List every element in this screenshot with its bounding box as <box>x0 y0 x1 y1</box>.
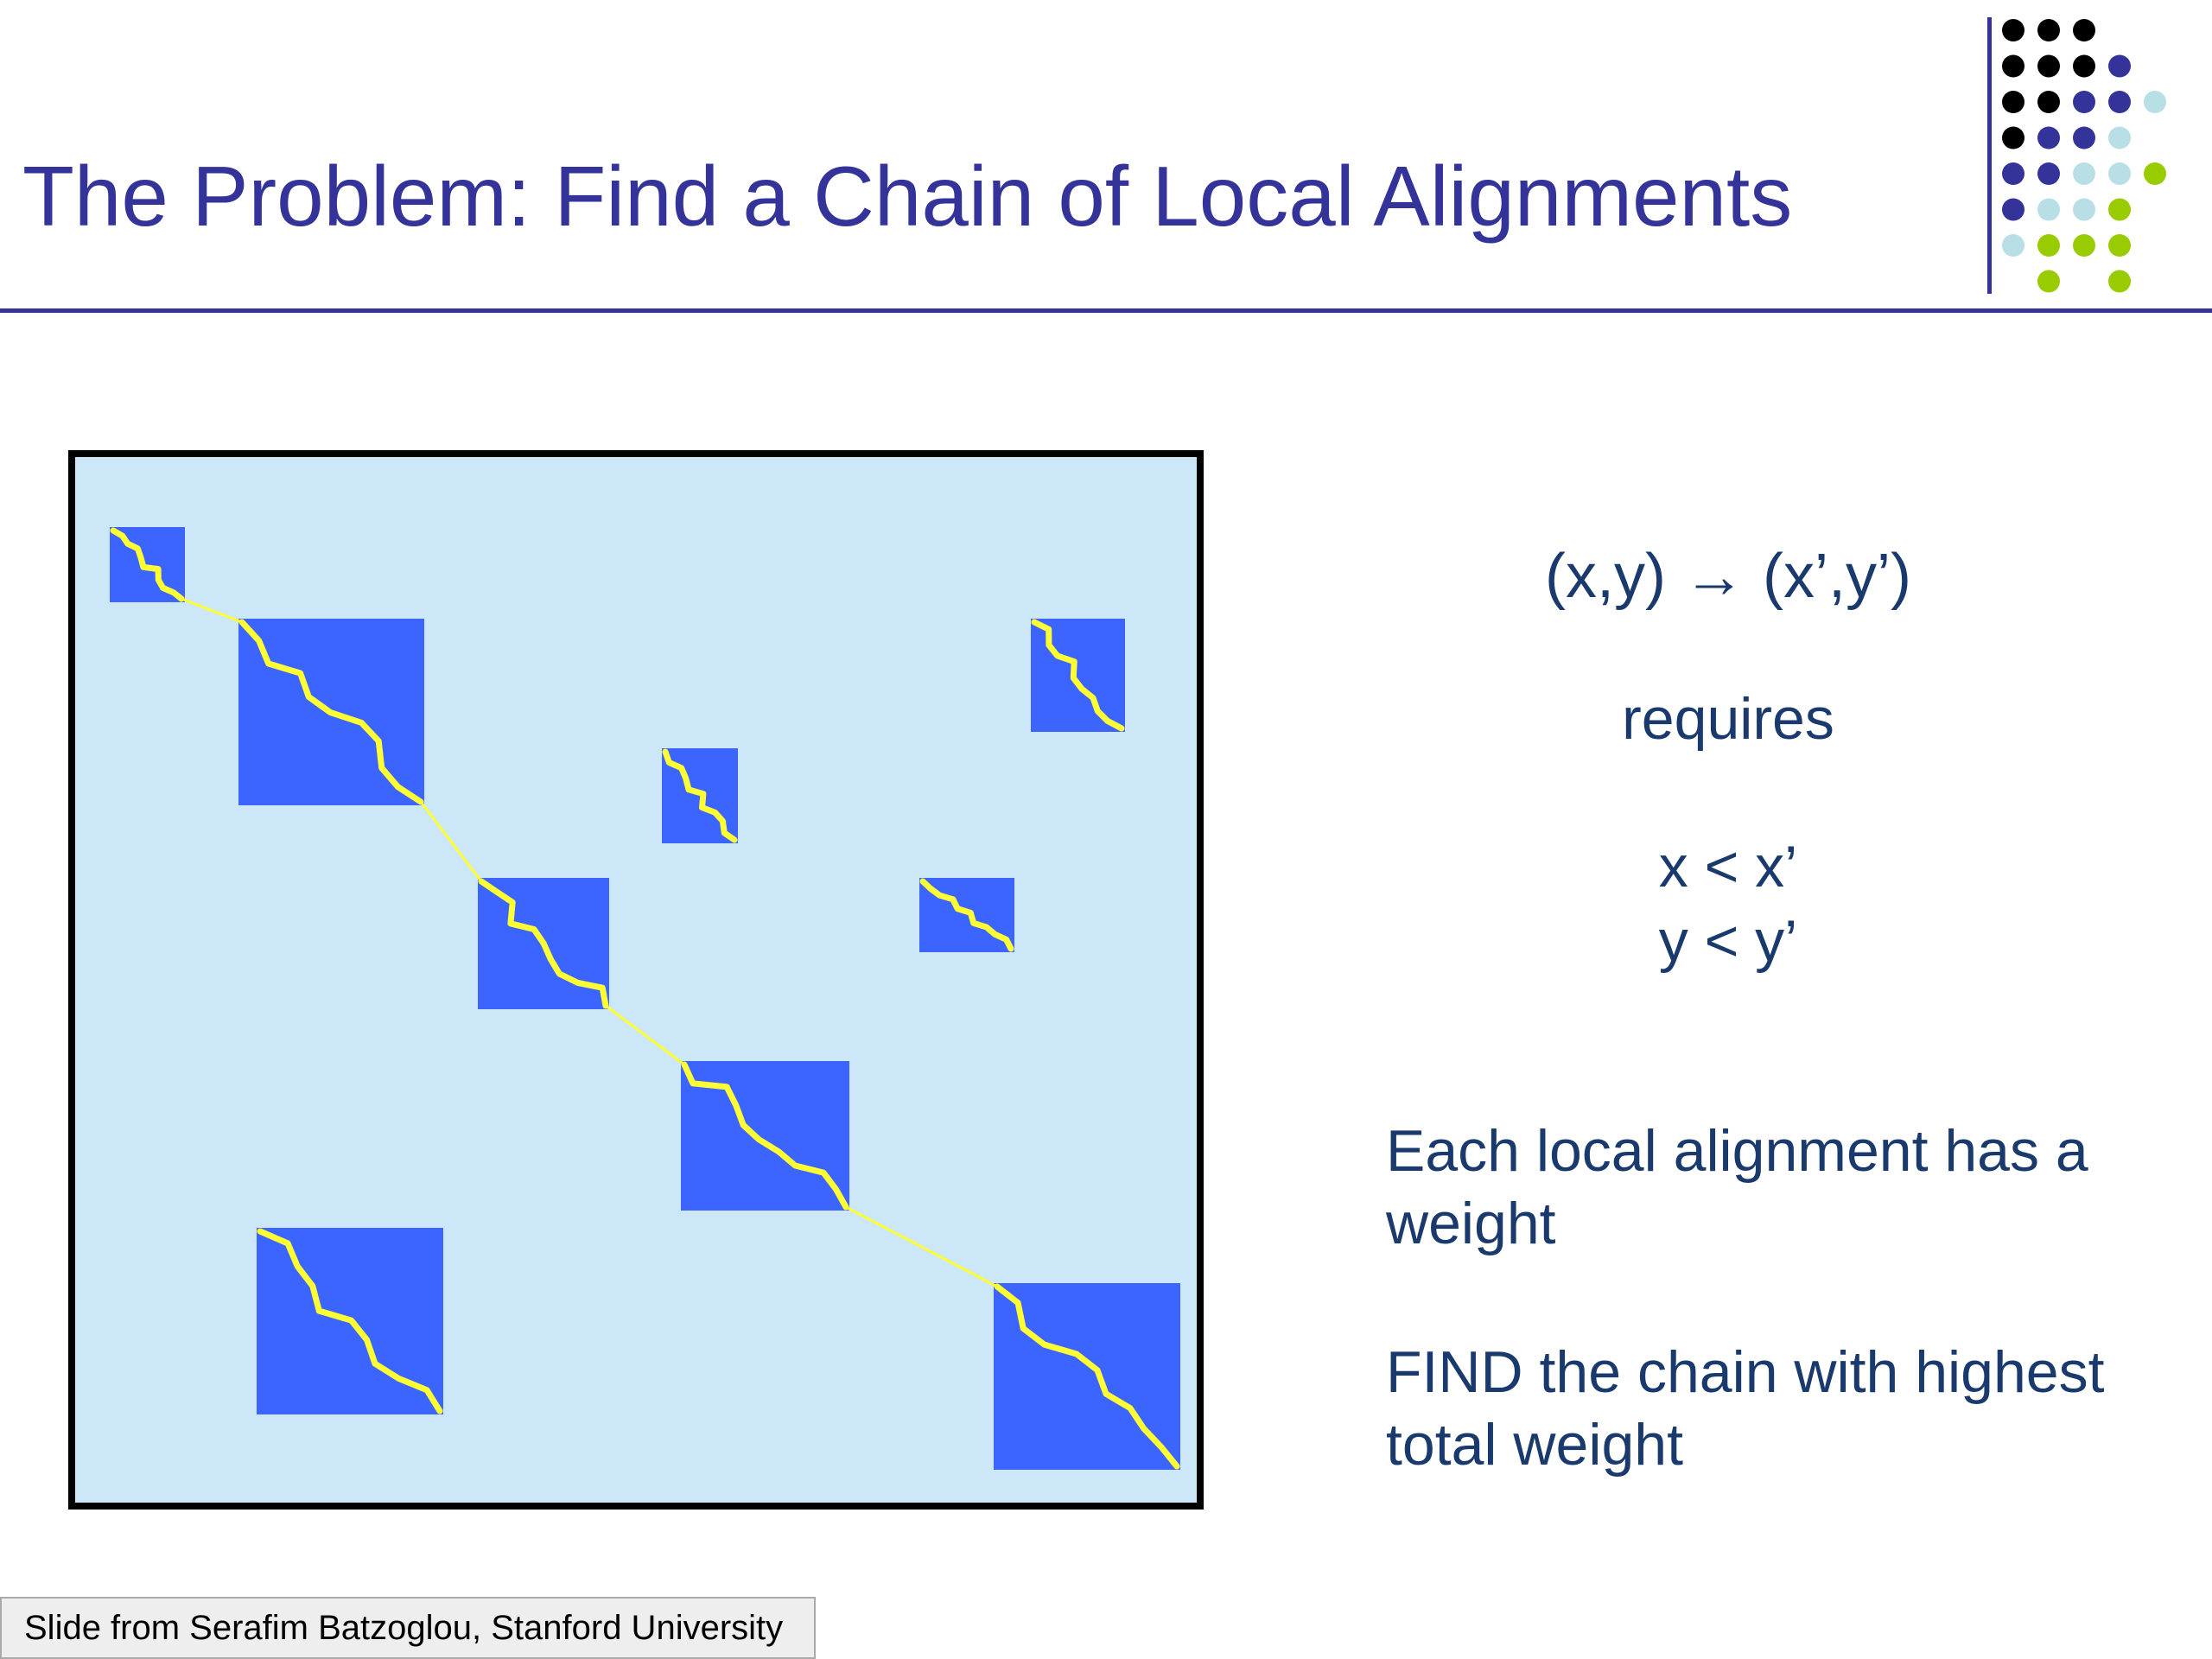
alignment-path <box>110 527 185 602</box>
decor-dot <box>2037 126 2060 149</box>
chain-connector <box>845 1205 998 1288</box>
alignment-paths <box>110 527 1180 1470</box>
decor-dot <box>2002 162 2024 185</box>
condition-y: y < y’ <box>1658 908 1798 974</box>
dot-grid-dots <box>2002 19 2166 293</box>
decor-dot <box>2037 54 2060 78</box>
decor-dot <box>2037 162 2060 185</box>
title-divider <box>0 308 2212 313</box>
condition-x: x < x’ <box>1658 834 1798 899</box>
decor-dot <box>2073 198 2095 221</box>
decor-dot <box>2002 234 2024 257</box>
requires-label: requires <box>1622 686 1834 752</box>
decor-dot <box>2108 270 2131 293</box>
alignment-path <box>257 1228 443 1414</box>
decor-dot <box>2002 91 2024 113</box>
alignment-path <box>478 878 609 1009</box>
decor-dot <box>2108 54 2131 78</box>
decor-dot <box>2037 198 2060 221</box>
decor-dot <box>2073 234 2095 257</box>
alignment-path <box>681 1061 849 1211</box>
chain-connector <box>605 1004 685 1066</box>
decor-dot <box>2002 19 2024 41</box>
decor-dot <box>2002 54 2024 78</box>
alignment-block <box>1031 619 1125 732</box>
dot-grid-vertical-bar <box>1987 17 1992 294</box>
chain-connector <box>419 801 483 882</box>
chain-connector <box>181 597 243 624</box>
decor-dot <box>2108 162 2131 185</box>
decor-dot <box>2002 198 2024 221</box>
alignment-path <box>919 878 1014 952</box>
find-statement: FIND the chain with highest total weight <box>1386 1339 2105 1478</box>
decor-dot <box>2144 91 2166 113</box>
alignment-path <box>994 1283 1180 1470</box>
decor-dot <box>2108 198 2131 221</box>
dot-grid-icon <box>1987 17 2166 294</box>
alignment-path <box>1031 619 1125 732</box>
decor-dot <box>2108 91 2131 113</box>
decor-dot <box>2108 126 2131 149</box>
decor-dot <box>2144 162 2166 185</box>
alignment-path <box>662 748 738 843</box>
slide-credit: Slide from Serafim Batzoglou, Stanford U… <box>0 1597 817 1659</box>
decor-dot <box>2037 234 2060 257</box>
chain-connectors <box>181 597 998 1288</box>
decor-dot <box>2073 91 2095 113</box>
decor-dot <box>2073 19 2095 41</box>
transition-formula: (x,y) → (x’,y’) <box>1545 542 1911 611</box>
decor-dot <box>2037 19 2060 41</box>
decor-dot <box>2002 126 2024 149</box>
weight-statement: Each local alignment has a weight <box>1386 1118 2088 1256</box>
decor-dot <box>2037 91 2060 113</box>
conditions: x < x’ y < y’ <box>1348 830 2108 978</box>
alignment-path <box>238 619 424 805</box>
decor-dot <box>2037 270 2060 293</box>
decor-dot <box>2073 54 2095 78</box>
slide-title: The Problem: Find a Chain of Local Align… <box>22 149 1793 244</box>
decor-dot <box>2073 162 2095 185</box>
decor-dot <box>2108 234 2131 257</box>
decor-dot <box>2073 126 2095 149</box>
